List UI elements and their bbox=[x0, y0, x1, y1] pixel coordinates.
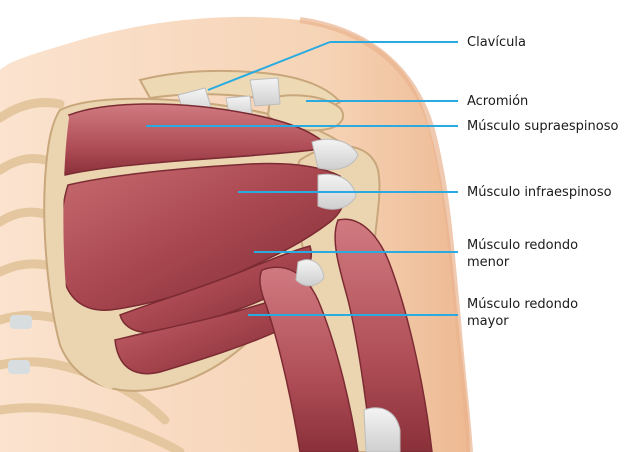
label-clavicula-line1: Clavícula bbox=[467, 34, 526, 51]
label-redondo-menor: Músculo redondo menor bbox=[467, 237, 578, 271]
label-redondo-mayor-line1: Músculo redondo bbox=[467, 296, 578, 313]
label-redondo-mayor: Músculo redondo mayor bbox=[467, 296, 578, 330]
label-acromion: Acromión bbox=[467, 93, 528, 110]
label-supraespinoso: Músculo supraespinoso bbox=[467, 118, 618, 135]
label-infraespinoso-line1: Músculo infraespinoso bbox=[467, 184, 612, 201]
label-redondo-menor-line1: Músculo redondo bbox=[467, 237, 578, 254]
label-redondo-menor-line2: menor bbox=[467, 254, 578, 271]
label-acromion-line1: Acromión bbox=[467, 93, 528, 110]
label-clavicula: Clavícula bbox=[467, 34, 526, 51]
label-supraespinoso-line1: Músculo supraespinoso bbox=[467, 118, 618, 135]
label-infraespinoso: Músculo infraespinoso bbox=[467, 184, 612, 201]
label-redondo-mayor-line2: mayor bbox=[467, 313, 578, 330]
